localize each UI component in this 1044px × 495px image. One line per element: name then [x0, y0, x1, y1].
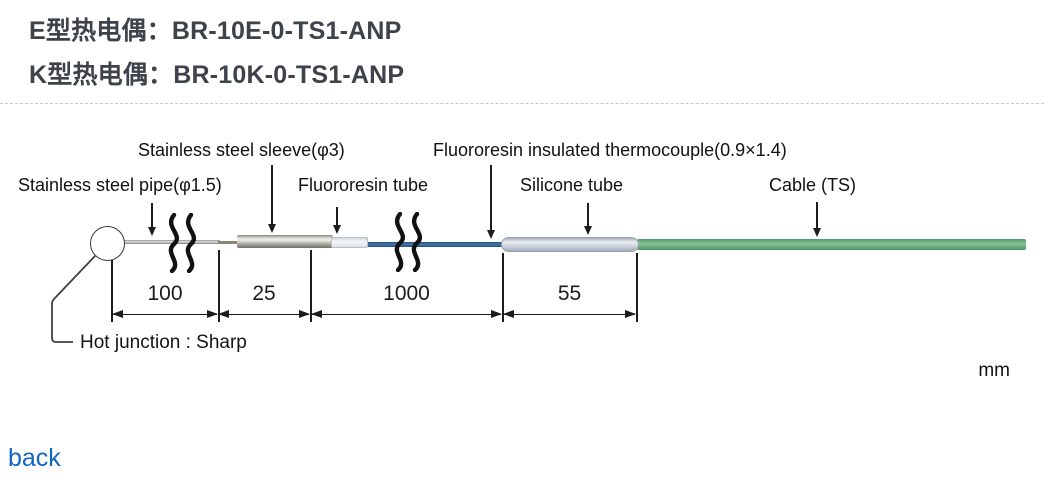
dimension-value-55: 55 — [557, 282, 582, 305]
arrow-down-icon-pipe — [151, 203, 153, 227]
dim-tick-4 — [502, 253, 504, 322]
dim-tick-5 — [636, 253, 638, 322]
dimension-value-1000: 1000 — [383, 282, 430, 305]
hot-junction-label: Hot junction : Sharp — [80, 332, 247, 353]
arrow-down-icon-sleeve — [271, 165, 273, 224]
dim-tick-3 — [310, 250, 312, 322]
label-stainless-steel-pipe: Stainless steel pipe(φ1.5) — [18, 175, 222, 195]
dim-tick-1 — [111, 258, 113, 322]
arrow-down-icon-cable — [816, 202, 818, 228]
hot-junction-circle — [90, 226, 125, 261]
back-link[interactable]: back — [8, 444, 61, 472]
silicone-tube-graphic — [501, 236, 639, 252]
thermocouple-wire-graphic — [367, 242, 504, 247]
break-mark-icon-right — [394, 212, 423, 272]
unit-label-mm: mm — [978, 360, 1010, 381]
arrow-down-icon-fluororesin-tube — [336, 207, 338, 225]
arrow-down-icon-silicone-tube — [587, 203, 589, 226]
label-fluororesin-insulated-thermocouple: Fluororesin insulated thermocouple(0.9×1… — [433, 140, 787, 160]
cable-graphic — [637, 239, 1026, 250]
hot-junction-leader-line — [51, 255, 96, 343]
dimension-sleeve-length: 25 — [218, 282, 310, 318]
fluororesin-tube-graphic — [331, 236, 368, 248]
dimension-pipe-length: 100 — [112, 282, 218, 318]
dim-tick-2 — [218, 250, 220, 322]
label-stainless-steel-sleeve: Stainless steel sleeve(φ3) — [138, 140, 345, 160]
dimension-value-25: 25 — [252, 282, 276, 305]
label-cable-ts: Cable (TS) — [769, 175, 857, 195]
dashed-divider — [0, 103, 1044, 104]
dimension-value-100: 100 — [147, 282, 183, 305]
arrow-down-icon-thermocouple — [490, 165, 492, 230]
stainless-steel-sleeve-graphic — [237, 235, 333, 248]
pipe-taper-graphic — [218, 241, 240, 244]
label-silicone-tube: Silicone tube — [520, 175, 624, 195]
stainless-steel-pipe-graphic — [108, 240, 220, 244]
model-title-k-type: K型热电偶：BR-10K-0-TS1-ANP — [29, 61, 405, 89]
dimension-silicone-length: 55 — [503, 282, 636, 318]
break-mark-icon-left — [168, 213, 197, 273]
dimension-thermocouple-length: 1000 — [311, 282, 502, 318]
model-title-e-type: E型热电偶：BR-10E-0-TS1-ANP — [29, 17, 402, 45]
label-fluororesin-tube: Fluororesin tube — [298, 175, 429, 195]
